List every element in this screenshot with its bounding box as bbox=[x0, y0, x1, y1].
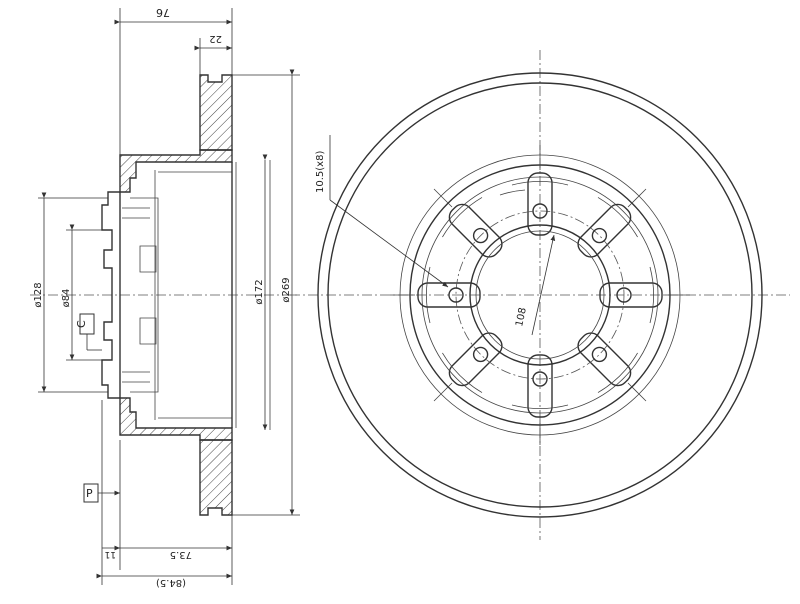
upper-rotor-ring bbox=[199, 74, 233, 151]
pcd-circle bbox=[455, 210, 625, 380]
hat-inner-lines bbox=[158, 171, 232, 419]
bolt-hole bbox=[591, 346, 608, 363]
hub-spokes bbox=[417, 172, 663, 418]
bolt-hole bbox=[472, 227, 489, 244]
rotor-outer-circle-2 bbox=[327, 82, 753, 508]
bolt-holes bbox=[448, 203, 632, 387]
dia-172: ø172 bbox=[254, 279, 265, 304]
dim-84-5: (84.5) bbox=[156, 577, 186, 588]
dim-73-5: 73.5 bbox=[170, 549, 192, 560]
front-view: 108 10.5(x8) bbox=[290, 50, 790, 540]
dia-84: ø84 bbox=[61, 289, 72, 308]
hub-outline bbox=[101, 191, 120, 399]
bolt-hole bbox=[616, 287, 632, 303]
datum-c-label: C bbox=[75, 320, 88, 328]
hub-inner-bore bbox=[130, 197, 159, 393]
bolt-hole bbox=[472, 346, 489, 363]
dim-22: 22 bbox=[209, 33, 222, 44]
center-bore-inner bbox=[475, 230, 605, 360]
bolt-hole-label: 10.5(x8) bbox=[315, 151, 326, 193]
bolt-hole bbox=[532, 371, 548, 387]
stud-lines bbox=[122, 207, 150, 383]
dim-11: 11 bbox=[105, 549, 116, 559]
pcd-leader bbox=[531, 234, 556, 336]
pcd-label: 108 bbox=[514, 307, 529, 328]
dim-76: 76 bbox=[156, 6, 170, 19]
upper-hat-section bbox=[119, 149, 233, 193]
bolt-hole bbox=[532, 203, 548, 219]
dia-128: ø128 bbox=[33, 282, 44, 307]
side-section-view: 76 22 ø269 ø172 ø128 ø84 C P bbox=[30, 6, 300, 588]
datum-p-label: P bbox=[86, 487, 93, 500]
bolt-hole-leader bbox=[329, 199, 449, 288]
dia-269: ø269 bbox=[281, 277, 292, 302]
rotor-outer-circle bbox=[317, 72, 763, 518]
bolt-hole bbox=[591, 227, 608, 244]
bolt-hole bbox=[448, 287, 464, 303]
lower-hat-section bbox=[119, 397, 233, 441]
hat-step-circle bbox=[421, 176, 659, 414]
radial-ticks bbox=[390, 145, 690, 445]
stud-holes bbox=[139, 245, 157, 345]
center-bore bbox=[469, 224, 611, 366]
lower-rotor-ring bbox=[199, 439, 233, 516]
